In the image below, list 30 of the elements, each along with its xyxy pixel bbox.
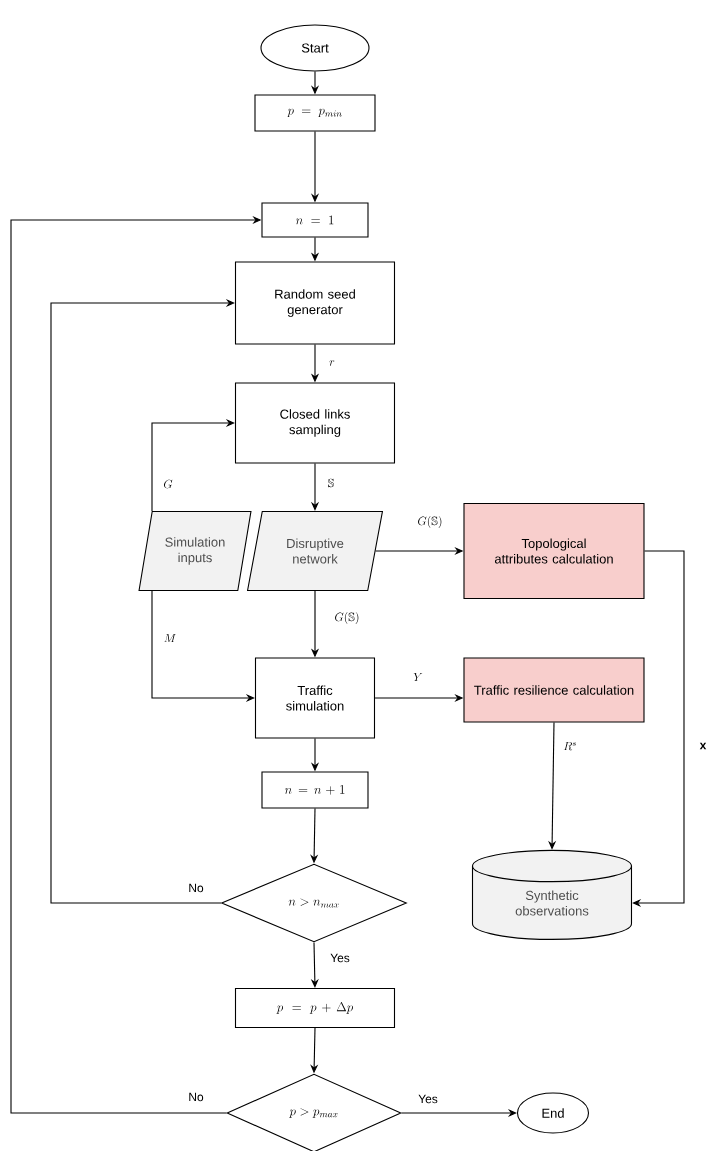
process-box: $p = p_{min}$ [254,94,376,132]
edge-label: $G(\mathbb{S})$ [333,611,361,625]
edge-label: $G(\mathbb{S})$ [416,515,444,529]
edge-label: $G$ [162,478,174,490]
edge-label: $R^s$ [562,740,578,752]
process-box: Random seed generator [234,261,396,345]
start-terminal: Start [260,24,370,72]
arrow [632,550,685,908]
end-terminal: End [516,1092,590,1134]
edge-label: Yes [329,952,351,964]
process-box: $p = p + \Delta p$ [234,987,396,1029]
arrow [50,298,235,904]
edge-label: No [187,1091,205,1103]
edge-label: $\mathbb{S}$ [326,477,336,489]
input-parallelogram: Simulation inputs [138,510,252,592]
edge-label: No [187,882,205,894]
arrow [151,418,235,512]
process-box: Closed links sampling [234,382,396,464]
calculation-box: Topological attributes calculation [463,502,645,600]
database-cylinder: Synthetic observations [471,849,633,940]
process-box: $n = 1$ [261,202,369,238]
edge-label: $M$ [162,632,178,644]
edge-label: Yes [417,1093,439,1105]
calculation-box: Traffic resilience calculation [463,657,645,723]
process-box: $n = n + 1$ [261,771,369,809]
process-box: Traffic simulation [254,657,376,739]
edge-label: $r$ [328,359,336,367]
edge-label: $Y$ [412,671,424,683]
arrow [548,722,557,850]
edge-label: $\mathbf{x}$ [698,741,708,751]
